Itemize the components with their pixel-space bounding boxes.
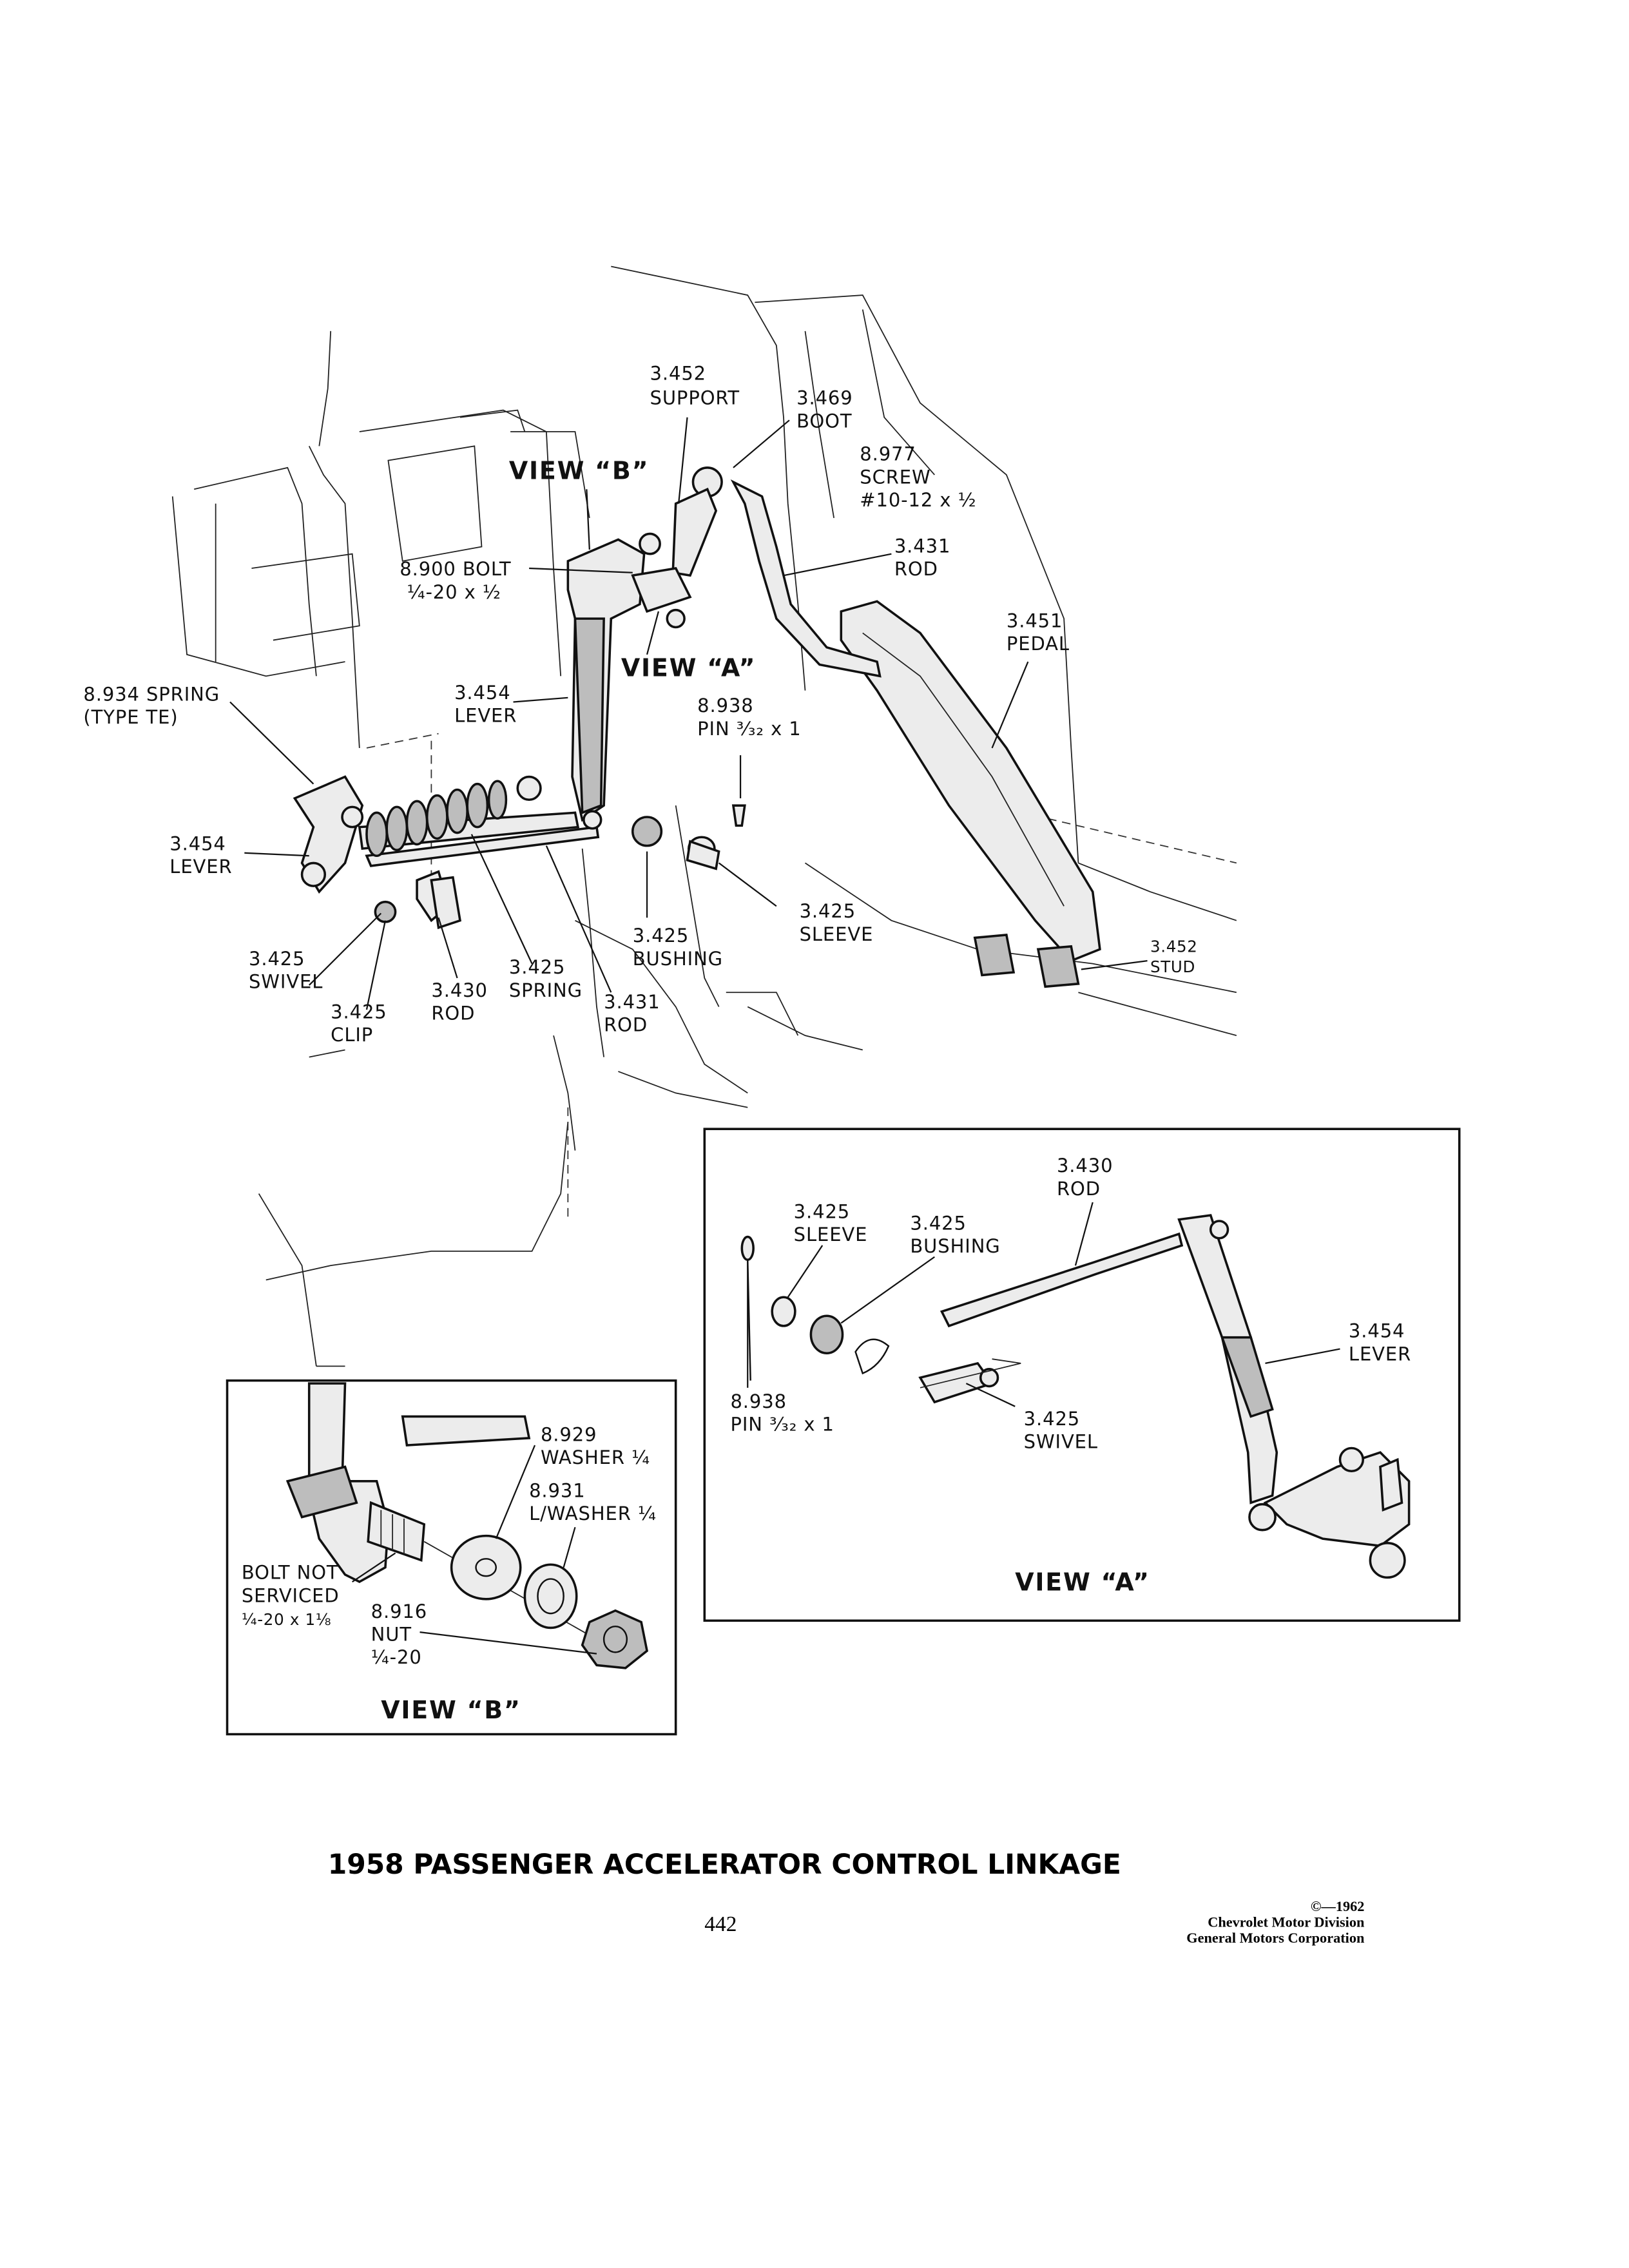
view-a-bushing [809, 1314, 844, 1355]
label-bolt-name: 8.900 BOLT [400, 558, 511, 580]
view-a-sleeve-number: 3.425 [794, 1201, 850, 1223]
view-a-sleeve [771, 1296, 796, 1327]
label-bolt-size: ¼-20 x ½ [407, 581, 501, 603]
view-b-nut-size: ¼-20 [371, 1646, 422, 1668]
view-b-bolt [367, 1501, 426, 1562]
view-b-bolt-line2: SERVICED [242, 1584, 340, 1606]
view-b-bolt-line1: BOLT NOT [242, 1562, 339, 1584]
main-labels: 3.452 SUPPORT 3.469 BOOT 8.977 SCREW #10… [83, 363, 1197, 1046]
view-b-callout: VIEW “B” [509, 457, 649, 485]
view-b-lock-washer [523, 1563, 578, 1629]
view-a-inset: 3.430 ROD 3.425 SLEEVE 3.425 BUSHING 3.4… [703, 1128, 1461, 1622]
label-lever-upper-name: LEVER [454, 705, 517, 727]
label-spring-name: SPRING [509, 979, 583, 1001]
view-b-washer [450, 1534, 522, 1600]
view-b-nut [581, 1609, 649, 1669]
view-b-lwasher-number: 8.931 [529, 1479, 585, 1501]
label-lever-upper-number: 3.454 [454, 682, 510, 704]
label-pedal-name: PEDAL [1007, 633, 1070, 655]
view-a-pin [740, 1235, 755, 1262]
view-a-lever-number: 3.454 [1349, 1320, 1405, 1342]
view-a-sleeve-name: SLEEVE [794, 1224, 868, 1245]
copyright-year: ©—1962 [1311, 1898, 1365, 1914]
view-a-lever-name: LEVER [1349, 1343, 1411, 1365]
bushing-sleeve-pin [631, 804, 746, 870]
view-b-rod [401, 1415, 531, 1446]
label-clip-number: 3.425 [331, 1001, 387, 1023]
view-b-nut-name: NUT [371, 1624, 412, 1646]
view-a-bushing-name: BUSHING [910, 1235, 1000, 1257]
lower-linkage [293, 775, 602, 894]
view-a-callout: VIEW “A” [621, 653, 756, 682]
main-leader-lines [229, 417, 1148, 1010]
view-a-bushing-number: 3.425 [910, 1212, 966, 1234]
label-lever-lower-number: 3.454 [169, 832, 226, 854]
label-swivel-name: SWIVEL [249, 971, 323, 993]
label-rod-upper-number: 3.431 [894, 535, 950, 557]
label-bushing-number: 3.425 [633, 925, 689, 947]
copyright-corporation: General Motors Corporation [1186, 1930, 1365, 1946]
label-rod-upper-name: ROD [894, 558, 938, 580]
view-b-caption: VIEW “B” [381, 1696, 521, 1724]
label-support-number: 3.452 [650, 363, 706, 385]
view-a-pin-size: PIN ³⁄₃₂ x 1 [730, 1414, 834, 1436]
view-b-washer-number: 8.929 [541, 1423, 597, 1445]
upper-rod-3431 [671, 466, 882, 678]
label-rod-430-name: ROD [431, 1003, 475, 1024]
view-b-nut-number: 8.916 [371, 1600, 427, 1622]
view-b-inset: 8.929 WASHER ¼ 8.931 L/WASHER ¼ BOLT NOT… [226, 1379, 677, 1736]
label-screw-name: SCREW [860, 466, 930, 488]
view-b-washer-name: WASHER ¼ [541, 1446, 650, 1468]
view-a-clip [854, 1338, 890, 1375]
label-clip-name: CLIP [331, 1024, 373, 1046]
label-pin-number: 8.938 [697, 695, 753, 716]
accelerator-pedal-assembly [840, 600, 1101, 988]
view-b-bracket [285, 1465, 358, 1519]
view-a-rod [940, 1232, 1184, 1328]
view-a-rod-name: ROD [1057, 1178, 1101, 1200]
label-stud-name: STUD [1150, 957, 1195, 976]
label-rod-430-number: 3.430 [431, 979, 487, 1001]
label-pedal-number: 3.451 [1007, 610, 1063, 631]
label-pin-size: PIN ³⁄₃₂ x 1 [697, 718, 801, 740]
view-a-swivel-name: SWIVEL [1024, 1431, 1098, 1453]
view-a-swivel-number: 3.425 [1024, 1408, 1080, 1430]
view-a-rod-number: 3.430 [1057, 1155, 1113, 1177]
view-b-lwasher-name: L/WASHER ¼ [529, 1503, 657, 1524]
label-boot-name: BOOT [796, 410, 852, 432]
return-spring-coil [365, 780, 508, 858]
copyright-division: Chevrolet Motor Division [1208, 1914, 1365, 1930]
label-stud-number: 3.452 [1150, 937, 1198, 956]
label-spring-te-name: 8.934 SPRING [83, 683, 220, 705]
label-support-name: SUPPORT [650, 387, 740, 409]
view-a-caption: VIEW “A” [1015, 1568, 1150, 1596]
page-title: 1958 PASSENGER ACCELERATOR CONTROL LINKA… [328, 1849, 1121, 1880]
label-screw-number: 8.977 [860, 443, 916, 465]
label-spring-number: 3.425 [509, 956, 565, 978]
view-b-bolt-size: ¼-20 x 1⅛ [242, 1610, 331, 1629]
label-sleeve-name: SLEEVE [800, 923, 874, 945]
label-swivel-number: 3.425 [249, 948, 305, 970]
label-spring-te-type: (TYPE TE) [83, 706, 178, 728]
page-footer: 1958 PASSENGER ACCELERATOR CONTROL LINKA… [328, 1849, 1365, 1946]
view-a-pin-number: 8.938 [730, 1390, 786, 1412]
view-a-lever [1177, 1214, 1278, 1504]
label-boot-number: 3.469 [796, 387, 853, 409]
label-rod-lower-name: ROD [604, 1014, 648, 1035]
upper-lever-3454 [566, 532, 692, 822]
page-number: 442 [704, 1912, 737, 1936]
label-rod-lower-number: 3.431 [604, 991, 660, 1013]
swivel-and-clip [374, 870, 462, 930]
label-lever-lower-name: LEVER [169, 856, 232, 878]
label-bushing-name: BUSHING [633, 948, 723, 970]
label-screw-size: #10-12 x ½ [860, 489, 976, 511]
label-sleeve-number: 3.425 [800, 900, 856, 922]
